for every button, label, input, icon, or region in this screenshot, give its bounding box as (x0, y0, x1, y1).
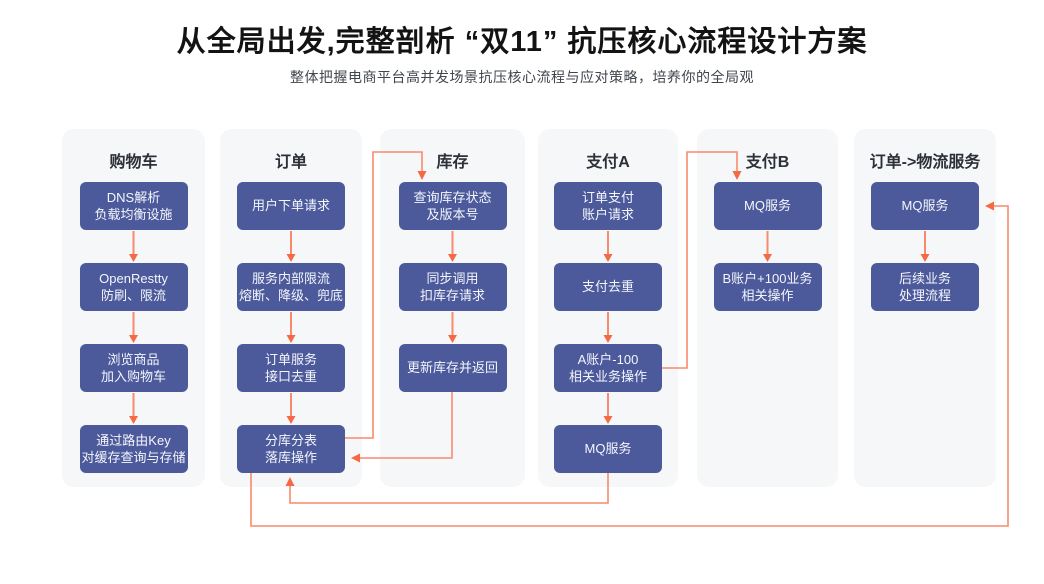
node-text-line-1: B账户+100业务 (722, 270, 813, 286)
node-text-line-1: 更新库存并返回 (406, 360, 498, 376)
node-text-line-2: 相关业务操作 (568, 369, 647, 384)
node-text-line-2: 熔断、降级、兜底 (238, 288, 343, 303)
node-text-line-1: 用户下单请求 (251, 198, 330, 214)
page-title: 从全局出发,完整剖析 “双11” 抗压核心流程设计方案 (176, 26, 868, 58)
lane-payment-b: 支付B MQ服务 B账户+100业务 相关操作 (697, 129, 838, 487)
lane-order-logistics: 订单->物流服务 MQ服务 后续业务 处理流程 (854, 129, 996, 487)
node-account-b-plus-100: B账户+100业务 相关操作 (713, 263, 822, 311)
node-text-line-2: 扣库存请求 (419, 288, 485, 303)
node-browse-add-to-cart: 浏览商品 加入购物车 (79, 344, 188, 392)
lane-inventory: 库存 查询库存状态 及版本号 同步调用 扣库存请求 更新库存并返回 (380, 129, 525, 487)
node-sharding-write-db: 分库分表 落库操作 (237, 425, 345, 473)
node-order-pay-account-request: 订单支付 账户请求 (554, 182, 662, 230)
lane-payment-a: 支付A 订单支付 账户请求 支付去重 A账户-100 相关业务操作 MQ服务 (538, 129, 678, 487)
node-text-line-2: 对缓存查询与存储 (81, 450, 186, 465)
lane-order: 订单 用户下单请求 服务内部限流 熔断、降级、兜底 订单服务 接口去重 分库分表… (220, 129, 362, 487)
node-query-stock-version: 查询库存状态 及版本号 (398, 182, 507, 230)
lane-title: 库存 (436, 154, 469, 171)
node-follow-up-process: 后续业务 处理流程 (871, 263, 979, 311)
node-mq-service-logistics: MQ服务 (871, 182, 979, 230)
node-text-line-1: 订单支付 (581, 189, 634, 205)
node-mq-service-pay-b: MQ服务 (713, 182, 822, 230)
node-dns-load-balance: DNS解析 负载均衡设施 (79, 182, 188, 230)
node-text-line-2: 落库操作 (264, 450, 317, 465)
node-service-internal-limit: 服务内部限流 熔断、降级、兜底 (237, 263, 345, 311)
lane-cart: 购物车 DNS解析 负载均衡设施 OpenRestty 防刷、限流 浏览商品 加… (62, 129, 205, 487)
lane-title: 支付B (745, 154, 790, 171)
lane-title: 支付A (586, 154, 630, 171)
node-mq-service-pay-a: MQ服务 (554, 425, 662, 473)
node-text-line-1: A账户-100 (577, 351, 639, 367)
node-text-line-2: 及版本号 (426, 207, 479, 222)
node-text-line-2: 负载均衡设施 (94, 207, 173, 222)
node-update-stock-return: 更新库存并返回 (398, 344, 507, 392)
node-account-a-minus-100: A账户-100 相关业务操作 (554, 344, 662, 392)
node-text-line-2: 防刷、限流 (100, 288, 166, 303)
node-text-line-1: MQ服务 (584, 441, 632, 457)
node-text-line-1: 订单服务 (264, 351, 317, 367)
node-text-line-1: 分库分表 (264, 432, 317, 448)
node-text-line-1: 通过路由Key (96, 432, 171, 448)
node-text-line-1: OpenRestty (99, 270, 168, 286)
node-text-line-1: MQ服务 (744, 198, 791, 214)
node-text-line-2: 加入购物车 (100, 369, 166, 384)
node-text-line-1: 服务内部限流 (251, 270, 330, 286)
node-sync-deduct-stock: 同步调用 扣库存请求 (398, 263, 507, 311)
lane-title: 购物车 (109, 154, 158, 171)
node-text-line-2: 账户请求 (581, 207, 634, 222)
node-openrestty-limit: OpenRestty 防刷、限流 (79, 263, 188, 311)
node-text-line-2: 处理流程 (898, 288, 951, 303)
node-pay-dedup: 支付去重 (554, 263, 662, 311)
lane-title: 订单 (274, 154, 307, 171)
node-text-line-2: 相关操作 (741, 288, 794, 303)
node-text-line-1: 浏览商品 (107, 351, 160, 367)
node-text-line-1: 后续业务 (898, 270, 951, 286)
node-user-order-request: 用户下单请求 (237, 182, 345, 230)
node-route-key-cache: 通过路由Key 对缓存查询与存储 (79, 425, 188, 473)
node-text-line-2: 接口去重 (264, 369, 317, 384)
node-text-line-1: 同步调用 (426, 270, 479, 286)
node-text-line-1: 查询库存状态 (413, 189, 492, 205)
node-text-line-1: 支付去重 (581, 279, 634, 295)
node-text-line-1: MQ服务 (901, 198, 949, 214)
node-text-line-1: DNS解析 (106, 189, 161, 205)
node-order-service-dedup: 订单服务 接口去重 (237, 344, 345, 392)
lane-title: 订单->物流服务 (869, 154, 981, 171)
page-subtitle: 整体把握电商平台高并发场景抗压核心流程与应对策略，培养你的全局观 (290, 69, 754, 85)
